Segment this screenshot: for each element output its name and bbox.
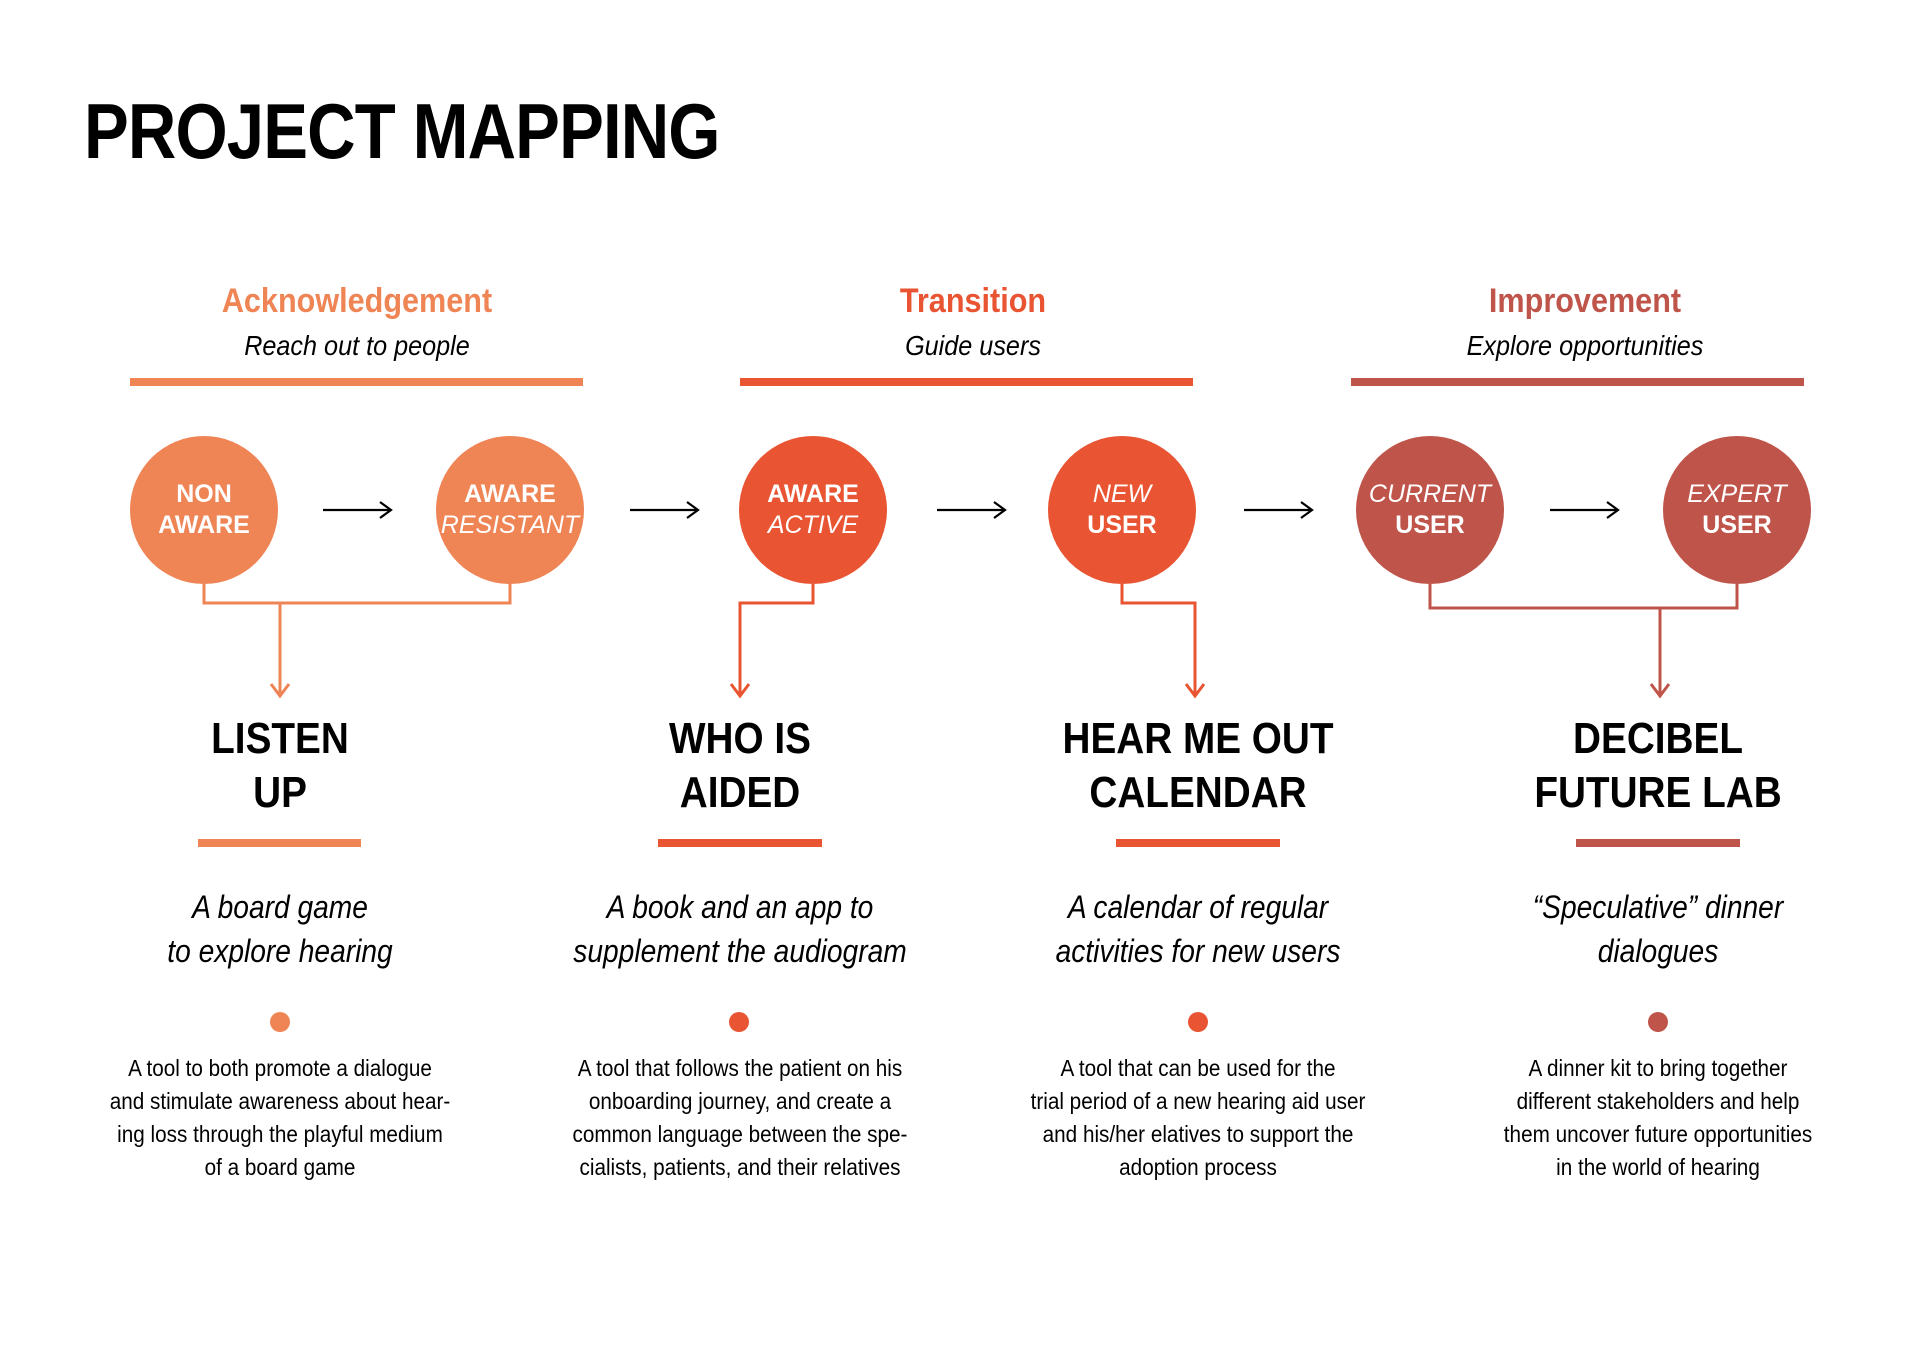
description-line: of a board game <box>204 1154 356 1180</box>
project-dot <box>270 1012 290 1032</box>
arrow-icon <box>323 501 393 519</box>
phase-divider-transition <box>740 378 1193 386</box>
description-line: cialists, patients, and their relatives <box>579 1154 901 1180</box>
stage-aware-active: AWARE ACTIVE <box>739 436 887 584</box>
project-description: A tool that follows the patient on his o… <box>542 1052 938 1184</box>
description-line: A tool to both promote a dialogue <box>128 1055 432 1081</box>
description-line: in the world of hearing <box>1556 1154 1760 1180</box>
tagline-line2: dialogues <box>1597 933 1719 969</box>
phase-title: Acknowledgement <box>221 282 493 320</box>
stage-current-user: CURRENT USER <box>1356 436 1504 584</box>
tagline-line1: A calendar of regular <box>1067 889 1329 925</box>
phase-transition: Transition Guide users <box>743 284 1203 360</box>
stage-label-line1: CURRENT <box>1368 479 1492 508</box>
project-title-who-is-aided: WHO IS AIDED <box>538 712 943 820</box>
project-tagline: “Speculative” dinner dialogues <box>1456 885 1861 973</box>
project-underline <box>1116 839 1280 847</box>
project-title-line1: LISTEN <box>211 714 349 763</box>
stage-label-line2: RESISTANT <box>440 511 580 539</box>
phase-acknowledgement: Acknowledgement Reach out to people <box>127 284 587 360</box>
connector-decibel <box>1428 584 1739 699</box>
stage-label-line2: USER <box>1395 511 1465 539</box>
description-line: common language between the spe- <box>572 1121 908 1147</box>
project-title-line2: CALENDAR <box>1089 768 1307 817</box>
stage-label-line1: NON <box>176 479 232 508</box>
description-line: onboarding journey, and create a <box>588 1088 892 1114</box>
phase-subtitle: Explore opportunities <box>1466 330 1704 361</box>
page-title: PROJECT MAPPING <box>84 87 720 175</box>
stage-label-line1: NEW <box>1092 479 1152 508</box>
description-line: different stakeholders and help <box>1516 1088 1800 1114</box>
tagline-line1: “Speculative” dinner <box>1532 889 1784 925</box>
project-description: A tool that can be used for the trial pe… <box>1000 1052 1396 1184</box>
connector-listen-up <box>202 584 512 699</box>
project-description: A tool to both promote a dialogue and st… <box>82 1052 478 1184</box>
arrow-icon <box>1244 501 1314 519</box>
stage-label-line2: ACTIVE <box>767 511 859 539</box>
project-tagline: A board game to explore hearing <box>78 885 483 973</box>
description-line: A tool that can be used for the <box>1060 1055 1336 1081</box>
phase-title: Improvement <box>1488 282 1682 320</box>
description-line: ing loss through the playful medium <box>117 1121 443 1147</box>
stage-expert-user: EXPERT USER <box>1663 436 1811 584</box>
stage-non-aware: NON AWARE <box>130 436 278 584</box>
project-title-decibel-future-lab: DECIBEL FUTURE LAB <box>1456 712 1861 820</box>
project-tagline: A book and an app to supplement the audi… <box>538 885 943 973</box>
project-title-line2: UP <box>253 768 307 817</box>
project-underline <box>198 839 361 847</box>
project-description: A dinner kit to bring together different… <box>1460 1052 1856 1184</box>
project-underline <box>658 839 822 847</box>
description-line: A dinner kit to bring together <box>1528 1055 1788 1081</box>
tagline-line1: A board game <box>192 889 368 925</box>
project-dot <box>729 1012 749 1032</box>
stage-label-line1: AWARE <box>464 479 556 508</box>
arrow-icon <box>937 501 1007 519</box>
project-title-line2: FUTURE LAB <box>1534 768 1782 817</box>
description-line: A tool that follows the patient on his <box>577 1055 903 1081</box>
stage-label-line2: USER <box>1087 511 1157 539</box>
phase-subtitle: Reach out to people <box>244 330 470 361</box>
project-title-line2: AIDED <box>679 768 801 817</box>
description-line: trial period of a new hearing aid user <box>1030 1088 1366 1114</box>
stage-label-line1: EXPERT <box>1687 479 1787 508</box>
stage-aware-resistant: AWARE RESISTANT <box>436 436 584 584</box>
tagline-line2: activities for new users <box>1055 933 1341 969</box>
project-title-listen-up: LISTEN UP <box>78 712 483 820</box>
arrow-icon <box>1550 501 1620 519</box>
description-line: and his/her elatives to support the <box>1042 1121 1354 1147</box>
stage-label-line2: USER <box>1702 511 1772 539</box>
tagline-line2: supplement the audiogram <box>573 933 907 969</box>
phase-improvement: Improvement Explore opportunities <box>1355 284 1815 360</box>
stage-arrows <box>323 501 1620 519</box>
project-tagline: A calendar of regular activities for new… <box>996 885 1401 973</box>
project-title-line1: HEAR ME OUT <box>1062 714 1334 763</box>
phase-divider-improvement <box>1351 378 1804 386</box>
phase-subtitle: Guide users <box>905 330 1041 361</box>
stage-label-line1: AWARE <box>767 479 859 508</box>
description-line: them uncover future opportunities <box>1503 1121 1813 1147</box>
project-underline <box>1576 839 1740 847</box>
stage-new-user: NEW USER <box>1048 436 1196 584</box>
project-dot <box>1188 1012 1208 1032</box>
connector-hear-me-out <box>1120 584 1206 699</box>
project-title-hear-me-out-calendar: HEAR ME OUT CALENDAR <box>996 712 1401 820</box>
phase-title: Transition <box>899 282 1047 320</box>
project-title-line1: WHO IS <box>669 714 811 763</box>
tagline-line1: A book and an app to <box>606 889 874 925</box>
project-title-line1: DECIBEL <box>1573 714 1743 763</box>
stage-label-line2: AWARE <box>158 511 250 539</box>
connector-who-is-aided <box>729 584 815 699</box>
description-line: adoption process <box>1119 1154 1277 1180</box>
tagline-line2: to explore hearing <box>167 933 393 969</box>
phase-divider-acknowledgement <box>130 378 583 386</box>
description-line: and stimulate awareness about hear- <box>109 1088 451 1114</box>
arrow-icon <box>630 501 700 519</box>
project-dot <box>1648 1012 1668 1032</box>
